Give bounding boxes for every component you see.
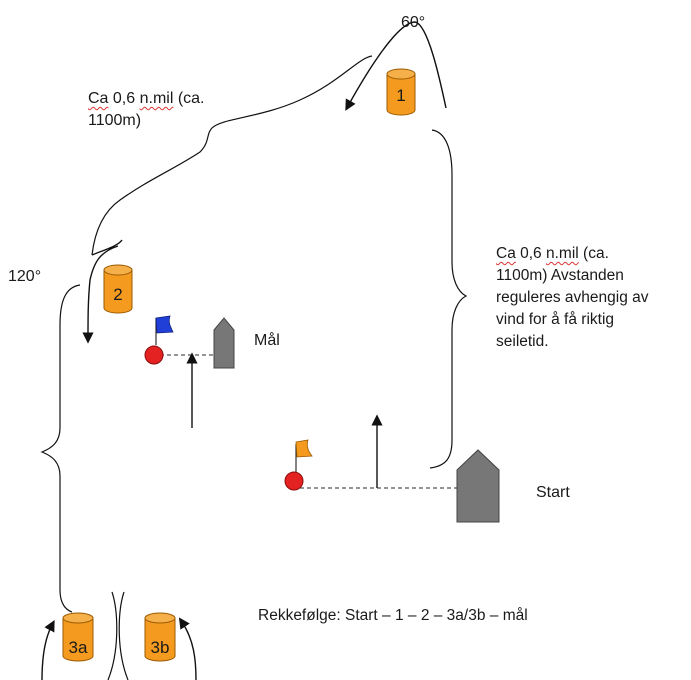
gate-line-left: [107, 591, 118, 680]
rounding-curve-mark-2: [88, 239, 123, 338]
distance-right-line5: seiletid.: [496, 333, 549, 350]
distance-label-right: Ca 0,6 n.mil (ca. 1100m) Avstanden regul…: [496, 243, 649, 353]
finish-label: Mål: [254, 332, 280, 349]
finish-boat-icon: [213, 317, 235, 369]
rounding-arrow-3a: [41, 620, 55, 680]
distance-top-paren: (ca.: [173, 90, 205, 107]
distance-label-top: Ca 0,6 n.mil (ca. 1100m): [88, 88, 205, 132]
start-boat-icon: [456, 449, 500, 523]
buoy-2: 2: [103, 264, 133, 314]
red-ball-icon: [284, 471, 304, 491]
buoy-1-label: 1: [396, 86, 405, 105]
brace-leg-1-2: [91, 55, 373, 256]
rounding-curve-mark-1: [345, 21, 447, 111]
distance-right-paren: (ca.: [578, 245, 609, 262]
buoy-3a: 3a: [62, 612, 94, 662]
angle-left-label: 120°: [8, 268, 42, 285]
buoy-3b-label: 3b: [151, 638, 170, 657]
distance-right-line2: 1100m) Avstanden: [496, 267, 624, 284]
distance-top-unit: n.mil: [139, 90, 174, 107]
brace-leg-start-1: [429, 129, 468, 469]
start-mark: [284, 439, 313, 491]
distance-right-line3: reguleres avhengig av: [496, 289, 649, 306]
angle-top-label: 60°: [401, 14, 426, 31]
distance-right-value: 0,6: [515, 245, 546, 262]
buoy-3a-label: 3a: [69, 638, 88, 657]
blue-flag-icon: [155, 315, 174, 334]
distance-top-word-ca: Ca: [88, 90, 109, 107]
orange-flag-icon: [295, 439, 313, 458]
red-ball-icon: [144, 345, 164, 365]
distance-right-word-ca: Ca: [496, 245, 516, 262]
order-label: Rekkefølge: Start – 1 – 2 – 3a/3b – mål: [258, 607, 528, 624]
distance-top-line2: 1100m): [88, 112, 142, 129]
buoy-3b: 3b: [144, 612, 176, 662]
gate-line-right: [118, 591, 129, 680]
start-label: Start: [536, 484, 570, 501]
distance-right-unit: n.mil: [546, 245, 579, 262]
buoy-2-label: 2: [113, 285, 122, 304]
finish-mark: [144, 315, 174, 365]
brace-leg-2-3: [40, 284, 81, 613]
rounding-arrow-3b: [178, 617, 197, 680]
distance-top-value: 0,6: [108, 90, 140, 107]
buoy-1: 1: [386, 68, 416, 116]
distance-right-line4: vind for å få riktig: [496, 311, 615, 328]
